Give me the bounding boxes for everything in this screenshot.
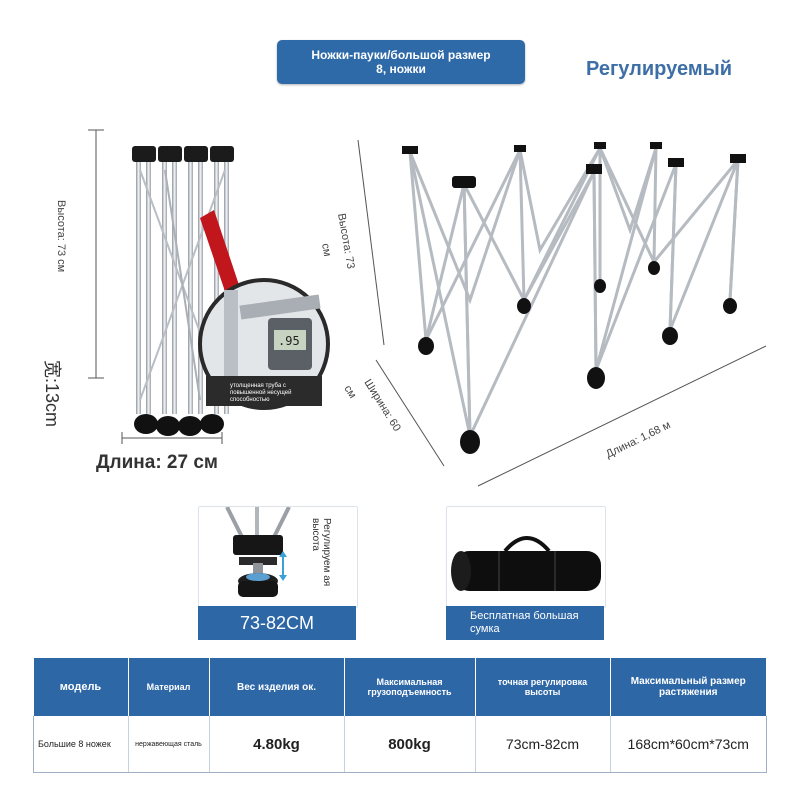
cell-weight: 4.80kg: [209, 716, 345, 773]
adj-label-1: Регулируем ая: [321, 518, 332, 587]
header-max-load: Максимальная грузоподъемность: [344, 658, 476, 716]
cell-model: Большие 8 ножек: [33, 716, 129, 773]
svg-text:.95: .95: [278, 334, 300, 348]
free-bag-label: Бесплатная большая сумка: [446, 606, 604, 640]
spec-data-row: Большие 8 ножек нержавеющая сталь 4.80kg…: [33, 716, 767, 773]
caliper-caption-2: повышенной несущей: [230, 389, 291, 396]
spec-table: модель Материал Вес изделия ок. Максимал…: [33, 658, 767, 773]
banner-line-2: 8, ножки: [376, 62, 426, 76]
folded-height-label: Высота: 73 см: [55, 200, 67, 272]
caliper-caption-1: утолщенная труба с: [230, 383, 286, 389]
caliper-inset: .95 утолщенная труба с повышенной несуще…: [198, 278, 330, 410]
open-width-label-2: см: [341, 383, 358, 400]
header-material: Материал: [128, 658, 210, 716]
cell-height-adjust: 73cm-82cm: [475, 716, 611, 773]
adjustable-height-panel: [198, 506, 358, 608]
open-width-dimension: Ширина: 60 см: [341, 359, 445, 467]
header-model: модель: [33, 658, 129, 716]
open-height-label-2: см: [319, 242, 333, 257]
red-pointer: [200, 210, 244, 306]
carry-bag-image: [451, 536, 601, 591]
open-length-label: Длина: 1,68 м: [604, 419, 672, 461]
open-stand: [408, 144, 740, 437]
header-height-adjust: точная регулировка высоты: [475, 658, 611, 716]
height-range-label: 73-82CM: [198, 606, 356, 640]
open-height-label-1: Высота: 73: [335, 212, 357, 269]
cell-max-load: 800kg: [344, 716, 476, 773]
cell-max-size: 168cm*60cm*73cm: [610, 716, 767, 773]
header-max-size: Максимальный размер растяжения: [610, 658, 767, 716]
bag-label-2: сумка: [470, 623, 500, 635]
adjustable-heading: Регулируемый: [586, 58, 732, 80]
open-width-label-1: Ширина: 60: [361, 377, 402, 433]
adjustable-height-caption: Регулируем ая высота: [310, 518, 332, 608]
folded-length-label: Длина: 27 см: [96, 452, 218, 473]
carry-bag-panel: [446, 506, 606, 608]
adjustable-foot-image: [225, 507, 291, 597]
folded-height-dimension: Высота: 73 см: [55, 129, 104, 379]
folded-length-dimension: [121, 432, 223, 444]
folded-width-label: 宽:13cm: [42, 360, 62, 428]
adj-label-2: высота: [310, 518, 321, 551]
caliper-caption-3: способностью: [230, 397, 270, 403]
open-stand-feet: [402, 142, 746, 454]
cell-material: нержавеющая сталь: [128, 716, 210, 773]
spec-header-row: модель Материал Вес изделия ок. Максимал…: [33, 658, 767, 716]
product-illustration: Высота: 73 см: [55, 129, 767, 487]
open-length-dimension: Длина: 1,68 м: [477, 345, 767, 487]
bag-label-1: Бесплатная большая: [470, 610, 579, 622]
open-height-dimension: Высота: 73 см: [319, 139, 385, 346]
banner-line-1: Ножки-пауки/большой размер: [311, 48, 491, 62]
header-weight: Вес изделия ок.: [209, 658, 345, 716]
title-banner: Ножки-пауки/большой размер 8, ножки: [277, 40, 525, 84]
